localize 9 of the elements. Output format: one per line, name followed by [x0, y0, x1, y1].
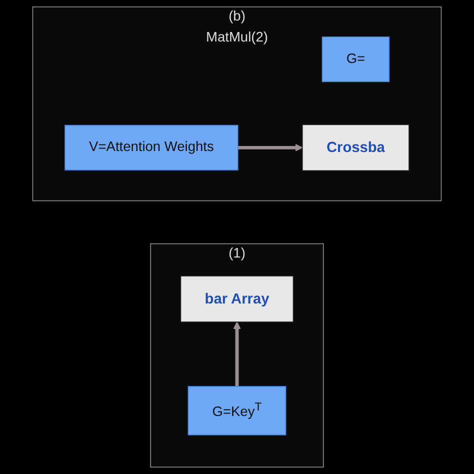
- node-box: [180, 276, 294, 322]
- node-box: [322, 36, 390, 82]
- node-box: [64, 124, 238, 170]
- arrow: [238, 144, 303, 152]
- node-box: [302, 124, 410, 172]
- cluster: [32, 6, 442, 202]
- arrow: [233, 322, 241, 386]
- cluster: [150, 243, 324, 468]
- node-box: [188, 386, 286, 436]
